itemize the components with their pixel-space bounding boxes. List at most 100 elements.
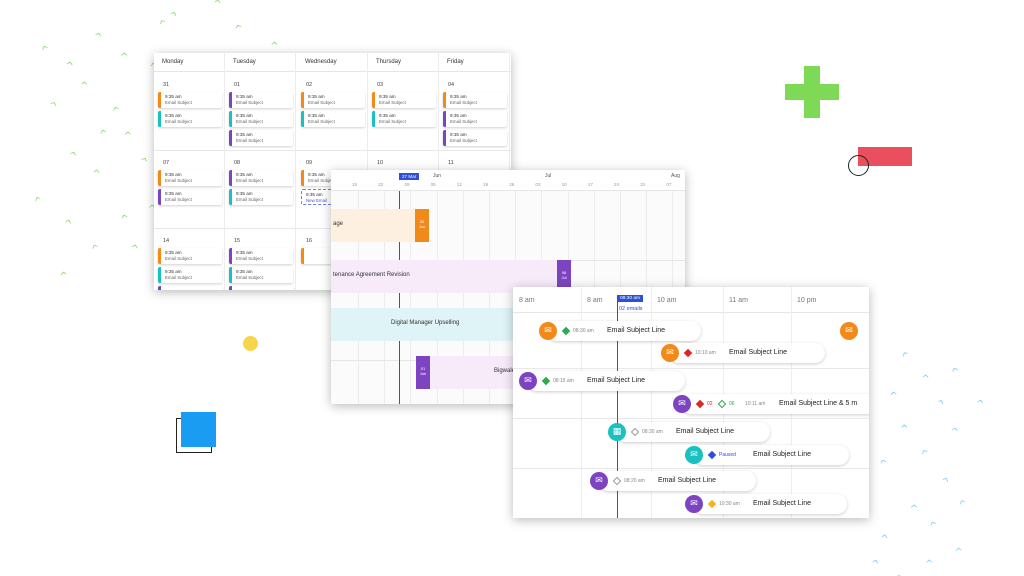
- hour-label: 10 pm: [797, 297, 817, 304]
- hour-label: 10 am: [657, 297, 677, 304]
- day-tick-label: 03: [535, 182, 541, 187]
- timeline-gridline: [462, 191, 464, 404]
- event-subject: Email Subject: [450, 99, 477, 105]
- mail-icon[interactable]: ✉: [673, 395, 691, 413]
- event-time: 9:35 am: [308, 113, 325, 118]
- weekday-label: Thursday: [376, 59, 402, 65]
- mail-icon[interactable]: ✉: [519, 372, 537, 390]
- green-chevron-icon: ^: [59, 270, 70, 283]
- green-chevron-icon: ^: [128, 243, 140, 256]
- blue-chevron-icon: ^: [928, 519, 940, 534]
- hour-label: 8 am: [587, 297, 603, 304]
- blue-chevron-icon: ^: [924, 558, 934, 571]
- event-subject: Email Subject: [165, 196, 192, 202]
- hour-label: 11 am: [729, 297, 748, 304]
- event-subject: Email Subject: [165, 274, 192, 280]
- event-time: 9:35 am: [308, 94, 325, 99]
- date-number: 07: [163, 160, 170, 166]
- blue-square-shape: [181, 412, 216, 447]
- event-subject: New Email: [306, 197, 327, 203]
- email-subject-line: Email Subject Line: [676, 428, 734, 435]
- event-time: 9:35 am: [306, 192, 323, 197]
- green-chevron-icon: ^: [166, 9, 179, 24]
- mail-icon[interactable]: ✉: [539, 322, 557, 340]
- email-schedule-pill[interactable]: 08:30 am Email Subject Line: [616, 422, 770, 442]
- event-subject: Email Subject: [165, 177, 192, 183]
- day-tick-label: 12: [456, 182, 462, 187]
- timeline-bar[interactable]: Digital Manager Upselling: [331, 308, 517, 341]
- green-chevron-icon: ^: [39, 43, 53, 58]
- email-event-card[interactable]: [229, 286, 293, 290]
- mail-icon[interactable]: ✉: [685, 446, 703, 464]
- timeline-bar-label: Digital Manager Upselling: [391, 320, 460, 326]
- event-subject: Email Subject: [308, 118, 335, 124]
- mail-icon[interactable]: ✉: [840, 322, 858, 340]
- status-diamond-icon: [561, 326, 571, 336]
- email-subject-line: Email Subject Line: [729, 349, 787, 356]
- email-event-card[interactable]: [158, 286, 222, 290]
- date-number: 04: [448, 82, 455, 88]
- event-time: 9:35 am: [450, 113, 467, 118]
- event-time: 9:35 am: [236, 191, 253, 196]
- date-number: 02: [306, 82, 313, 88]
- date-number: 15: [234, 238, 241, 244]
- email-schedule-pill[interactable]: 10:10 am Email Subject Line: [669, 343, 825, 363]
- hourly-row-divider: [513, 418, 869, 419]
- today-line: [399, 191, 400, 404]
- event-time: 9:35 am: [165, 250, 182, 255]
- email-subject-line: Email Subject Line: [753, 451, 811, 458]
- day-tick-label: 17: [587, 182, 593, 187]
- chip-month: Jul: [561, 275, 567, 280]
- calendar-icon[interactable]: ▦: [608, 423, 626, 441]
- green-chevron-icon: ^: [61, 217, 74, 232]
- mail-icon[interactable]: ✉: [661, 344, 679, 362]
- day-tick-label: 10: [561, 182, 567, 187]
- send-time: 08:20 am: [624, 478, 645, 484]
- blue-chevron-icon: ^: [973, 397, 986, 412]
- timeline-bar-label: tenance Agreement Revision: [333, 272, 410, 278]
- day-tick-label: 19: [483, 182, 489, 187]
- weekday-label: Tuesday: [233, 59, 256, 65]
- mail-icon[interactable]: ✉: [590, 472, 608, 490]
- current-email-count: 02 emails: [619, 306, 643, 312]
- send-time: 10:10 am: [695, 350, 716, 356]
- status-diamond-icon: [612, 476, 622, 486]
- mail-icon[interactable]: ✉: [685, 495, 703, 513]
- event-subject: Email Subject: [450, 137, 477, 143]
- month-label: Jul: [545, 173, 552, 179]
- hour-gridline: [581, 287, 582, 518]
- timeline-gridline: [489, 191, 490, 404]
- send-time: 08:30 am: [642, 429, 663, 435]
- event-subject: Email Subject: [165, 118, 192, 124]
- date-number: 01: [234, 82, 241, 88]
- month-label: Aug: [671, 173, 680, 179]
